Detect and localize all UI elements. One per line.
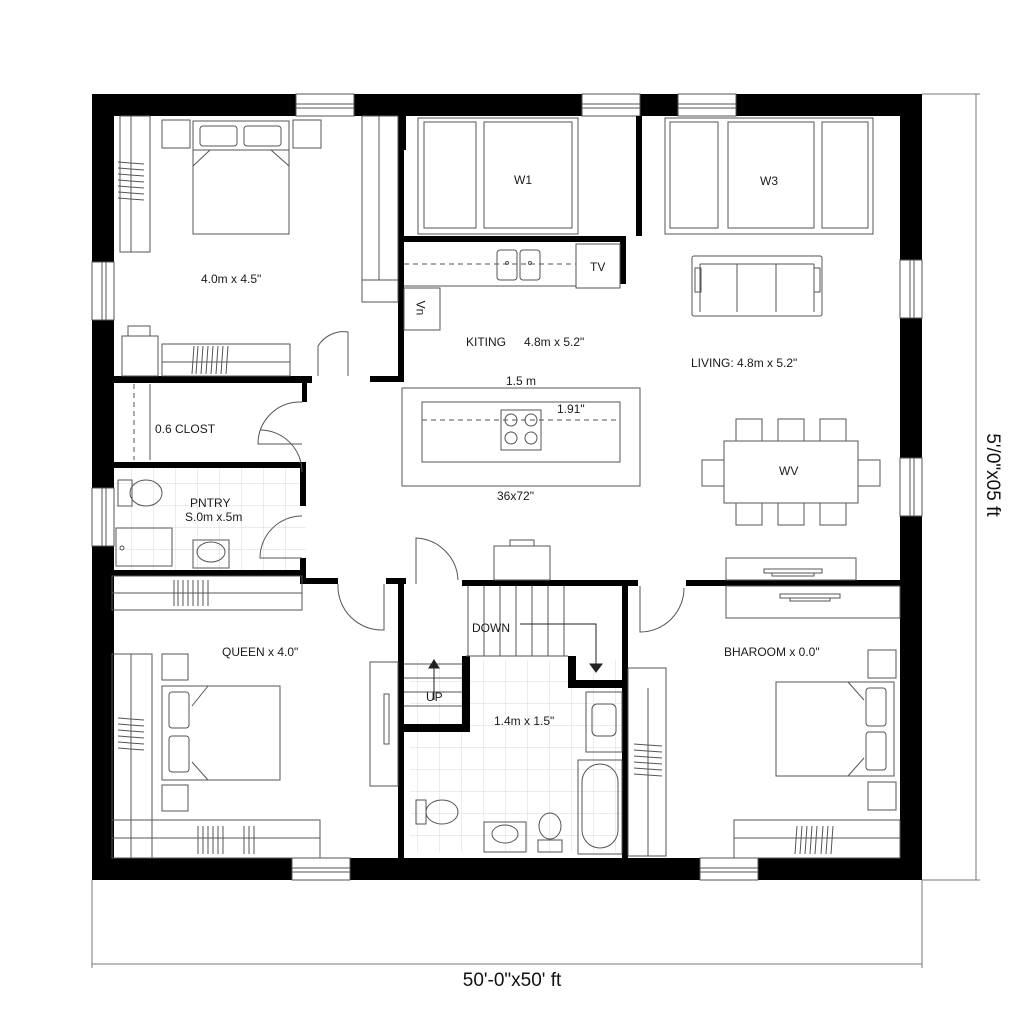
living-furniture bbox=[639, 117, 881, 633]
bedroom-nw-furniture bbox=[117, 115, 399, 377]
stairs-down-label: DOWN bbox=[472, 621, 510, 635]
kitchen-label: KITING bbox=[466, 335, 507, 349]
bedroom-se-furniture bbox=[627, 585, 901, 859]
closet-label: 0.6 CLOST bbox=[155, 422, 216, 436]
stairs-up-label: UP bbox=[426, 690, 443, 704]
pantry-dimensions: S.0m x.5m bbox=[185, 510, 243, 524]
pantry-label: PNTRY bbox=[190, 496, 231, 510]
island-size-label: 36x72" bbox=[497, 489, 534, 503]
dimension-lines bbox=[91, 93, 980, 968]
kitchen-dimensions: 4.8m x 5.2" bbox=[524, 335, 585, 349]
exterior-windows bbox=[91, 93, 923, 881]
bedroom-nw-dimensions: 4.0m x 4.5" bbox=[201, 272, 262, 286]
window-w1-label: W1 bbox=[514, 173, 532, 187]
island-top-dimension: 1.5 m bbox=[506, 374, 537, 388]
bathroom-tile-floor bbox=[410, 660, 625, 852]
living-label: LIVING: 4.8m x 5.2" bbox=[691, 356, 798, 370]
stairs-bath-fixtures bbox=[404, 586, 623, 855]
dining-table-label: WV bbox=[779, 464, 799, 478]
island-inner-dimension: 1.91" bbox=[557, 402, 585, 416]
interior-walls bbox=[112, 116, 900, 858]
overall-width-dimension: 50'-0"x50' ft bbox=[462, 970, 562, 991]
bedroom-sw-furniture bbox=[111, 575, 399, 859]
closet-pantry-fixtures bbox=[115, 384, 303, 569]
overall-depth-dimension: 5'/0"x05 ft bbox=[982, 433, 1003, 517]
appliance-label: Vn bbox=[413, 300, 428, 316]
bathroom-dimensions: 1.4m x 1.5" bbox=[494, 714, 555, 728]
bedroom-se-label: BHAROOM x 0.0" bbox=[724, 645, 820, 659]
tv-label: TV bbox=[590, 260, 606, 274]
pantry-tile-floor bbox=[112, 468, 306, 572]
window-w3-label: W3 bbox=[760, 174, 778, 188]
bedroom-sw-label: QUEEN x 4.0" bbox=[222, 645, 299, 659]
kitchen-fixtures bbox=[401, 117, 641, 584]
